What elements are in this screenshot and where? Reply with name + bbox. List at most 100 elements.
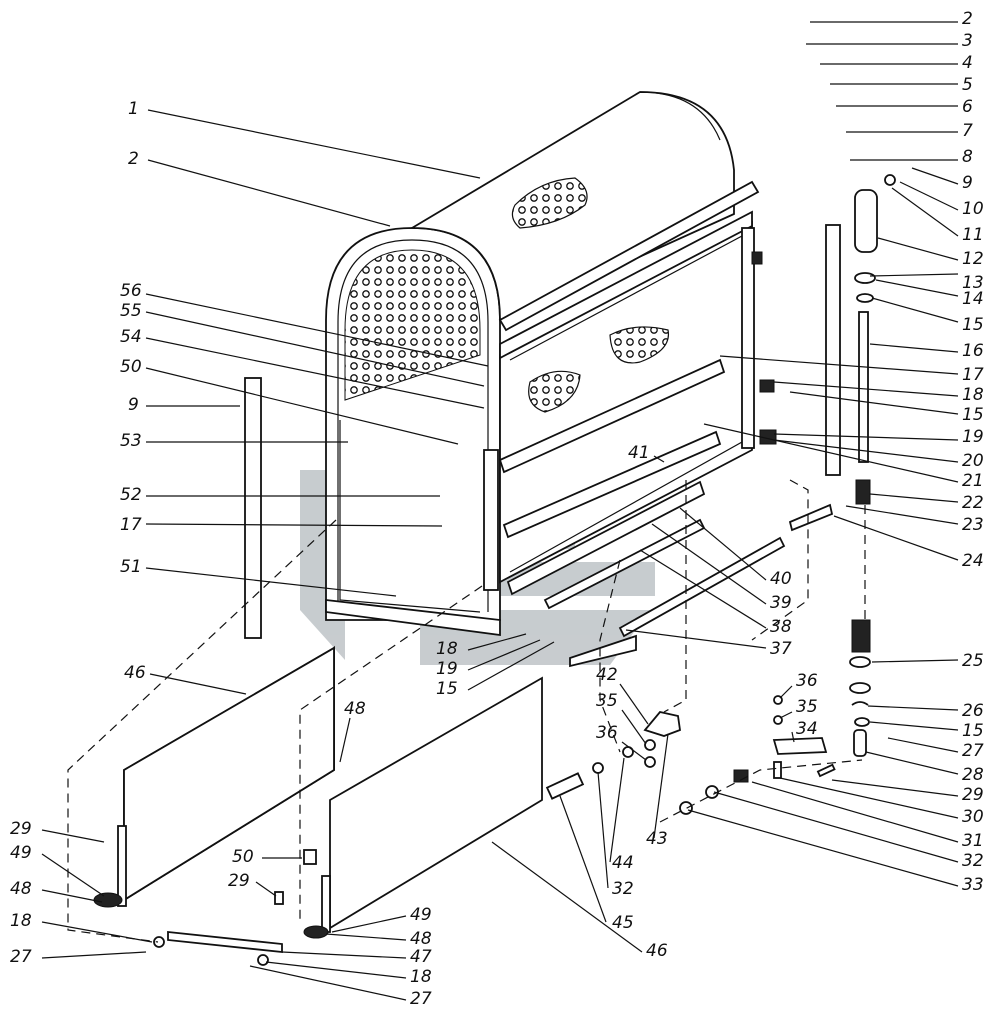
callout-c-35a: 35 [596, 691, 618, 711]
callout-c-29r: 29 [962, 785, 984, 805]
leader-line-c-44 [609, 757, 625, 863]
callout-c-46b: 46 [646, 941, 668, 961]
callout-c-18r: 18 [962, 385, 984, 405]
callout-c-19r: 19 [962, 427, 984, 447]
callout-c-6: 6 [962, 97, 973, 117]
leader-line-c-50a [145, 367, 459, 445]
callout-c-17l: 17 [120, 515, 142, 535]
leader-line-c-36a [621, 741, 647, 761]
leader-line-c-29a [41, 829, 105, 843]
leader-line-c-43 [653, 733, 669, 839]
leader-line-c-48c [325, 933, 407, 941]
leader-line-c-48b [41, 889, 103, 903]
leader-line-c-42 [619, 683, 649, 725]
leader-line-c-15a [871, 297, 959, 323]
callout-c-37: 37 [770, 639, 792, 659]
callout-c-41: 41 [628, 443, 650, 463]
callout-c-15b: 15 [962, 405, 984, 425]
callout-c-19c: 19 [436, 659, 458, 679]
door-panel-left [93, 645, 335, 908]
leader-line-c-28 [865, 751, 959, 775]
leader-line-c-20 [773, 439, 959, 463]
side-rod-right [825, 224, 841, 476]
leader-line-c-35a [621, 709, 647, 745]
callout-c-49b: 49 [410, 905, 432, 925]
leader-line-c-32r [713, 791, 959, 863]
callout-c-32b: 32 [612, 879, 634, 899]
callout-c-22: 22 [962, 493, 984, 513]
leader-line-c-36b [779, 685, 793, 699]
callout-c-15a: 15 [962, 315, 984, 335]
callout-c-12: 12 [962, 249, 984, 269]
callout-c-4: 4 [962, 53, 973, 73]
callout-c-11: 11 [962, 225, 984, 245]
callout-c-30: 30 [962, 807, 984, 827]
callout-c-29a: 29 [10, 819, 32, 839]
callout-labels: 2345678910111213141516171815192021222324… [10, 9, 984, 1009]
callout-c-2a: 2 [962, 9, 973, 29]
leader-line-c-18b [265, 961, 407, 979]
callout-c-43: 43 [646, 829, 668, 849]
callout-c-20: 20 [962, 451, 984, 471]
leader-line-c-33 [687, 809, 959, 887]
callout-c-46a: 46 [124, 663, 146, 683]
callout-c-56: 56 [120, 281, 142, 301]
callout-c-48a: 48 [344, 699, 366, 719]
callout-c-35b: 35 [796, 697, 818, 717]
callout-c-44: 44 [612, 853, 634, 873]
leader-line-c-38 [639, 549, 767, 629]
door-panel-right [303, 676, 585, 939]
leader-line-c-29b [255, 881, 277, 897]
callout-c-50b: 50 [232, 847, 254, 867]
leader-line-c-51 [145, 567, 397, 597]
callout-c-32r: 32 [962, 851, 984, 871]
leader-line-c-1 [147, 109, 481, 179]
callout-c-5: 5 [962, 75, 973, 95]
leader-line-c-26 [867, 705, 959, 711]
top-rail [498, 180, 760, 332]
callout-c-45: 45 [612, 913, 634, 933]
leader-line-c-25 [871, 659, 959, 663]
leader-line-c-18r [773, 381, 959, 397]
callout-c-28: 28 [962, 765, 984, 785]
callout-c-36a: 36 [596, 723, 618, 743]
callout-c-26: 26 [962, 701, 984, 721]
callout-c-8: 8 [962, 147, 973, 167]
callout-c-25: 25 [962, 651, 984, 671]
leader-line-c-32b [597, 771, 609, 889]
leader-lines [41, 21, 959, 1001]
callout-c-3: 3 [962, 31, 973, 51]
callout-c-17r: 17 [962, 365, 984, 385]
leader-line-c-24 [833, 515, 959, 561]
leader-line-c-2b [147, 159, 391, 227]
leader-line-c-45 [559, 795, 607, 923]
callout-c-48b: 48 [10, 879, 32, 899]
leader-line-c-29r [831, 779, 959, 797]
leader-line-c-27b [249, 965, 407, 1001]
leader-line-c-54 [145, 337, 485, 409]
leader-line-c-46b [491, 841, 643, 953]
callout-c-50a: 50 [120, 357, 142, 377]
callout-c-13: 13 [962, 273, 984, 293]
hinge-hardware [592, 695, 836, 815]
leader-line-c-12 [877, 237, 959, 261]
callout-c-27b: 27 [410, 989, 432, 1009]
callout-c-24: 24 [962, 551, 984, 571]
leader-line-c-40 [679, 507, 767, 581]
leader-line-c-46a [149, 673, 247, 695]
leader-line-c-27r [887, 737, 959, 753]
side-rod-left [244, 377, 262, 639]
callout-c-34: 34 [796, 719, 818, 739]
leader-line-c-47 [281, 951, 407, 959]
callout-c-18b: 18 [410, 967, 432, 987]
leader-line-c-23 [845, 505, 959, 525]
spring-rod-assembly [849, 174, 896, 757]
leader-line-c-11 [891, 187, 959, 237]
callout-c-42: 42 [596, 665, 618, 685]
callout-c-36b: 36 [796, 671, 818, 691]
leader-line-c-37 [625, 629, 767, 649]
callout-c-55: 55 [120, 301, 142, 321]
leader-line-c-17l [145, 523, 443, 527]
leader-line-c-49a [41, 853, 105, 897]
callout-c-39: 39 [770, 593, 792, 613]
